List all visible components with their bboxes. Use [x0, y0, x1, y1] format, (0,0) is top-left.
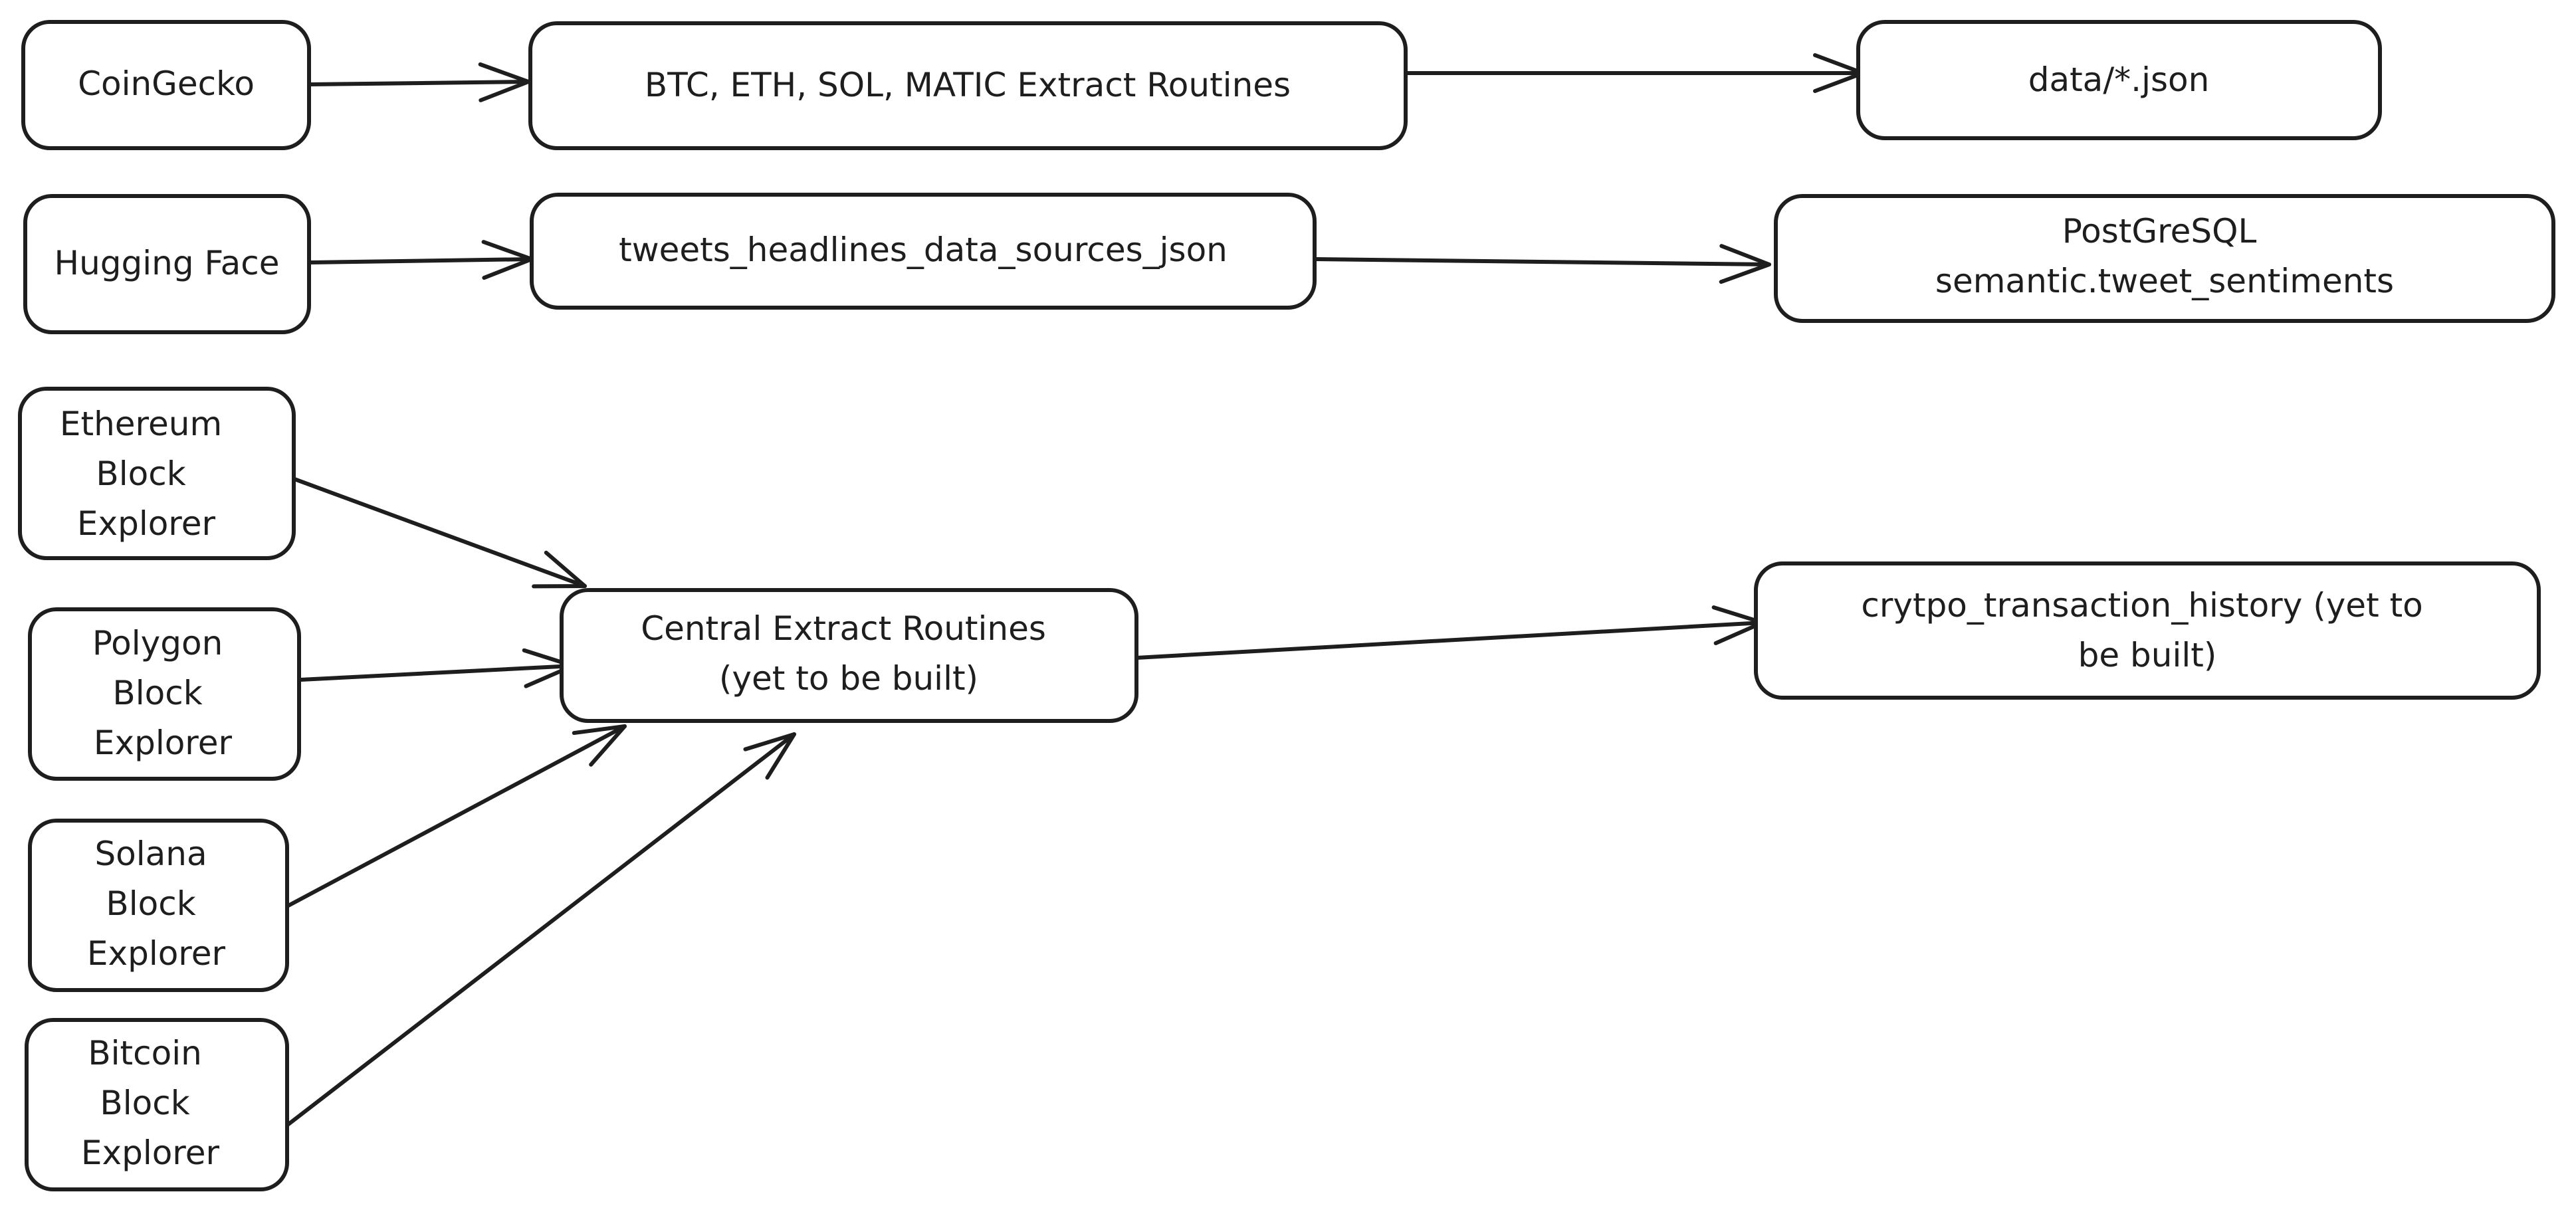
node-data-json[interactable]: data/*.json	[1856, 20, 2382, 140]
node-hugging-face-label: Hugging Face	[54, 244, 279, 282]
node-transaction-history-label: crytpo_transaction_history (yet to be bu…	[1861, 586, 2433, 674]
node-coingecko[interactable]: CoinGecko	[21, 20, 311, 150]
node-polygon-explorer-label: Polygon Block Explorer	[92, 624, 233, 762]
node-solana-explorer-label: Solana Block Explorer	[87, 835, 226, 973]
edge-central-routines-to-transaction-history	[1134, 605, 1765, 660]
edge-polygon-to-central-routines	[298, 648, 575, 688]
edge-ethereum-to-central-routines	[287, 475, 587, 589]
node-tweets-sources-label: tweets_headlines_data_sources_json	[619, 231, 1228, 269]
node-central-routines[interactable]: Central Extract Routines (yet to be buil…	[560, 588, 1138, 723]
nodes: CoinGecko BTC, ETH, SOL, MATIC Extract R…	[18, 20, 2555, 1191]
edge-tweets-sources-to-postgresql	[1314, 244, 1771, 284]
node-ethereum-explorer[interactable]: Ethereum Block Explorer	[18, 387, 296, 560]
node-coingecko-label: CoinGecko	[78, 64, 255, 103]
node-bitcoin-explorer-label: Bitcoin Block Explorer	[81, 1034, 220, 1172]
node-extract-routines[interactable]: BTC, ETH, SOL, MATIC Extract Routines	[528, 21, 1408, 150]
node-solana-explorer[interactable]: Solana Block Explorer	[28, 819, 289, 992]
node-tweets-sources[interactable]: tweets_headlines_data_sources_json	[530, 193, 1317, 310]
node-transaction-history[interactable]: crytpo_transaction_history (yet to be bu…	[1754, 561, 2541, 700]
edge-solana-to-central-routines	[284, 724, 627, 909]
node-postgresql[interactable]: PostGreSQL semantic.tweet_sentiments	[1774, 194, 2555, 323]
edge-bitcoin-to-central-routines	[284, 732, 796, 1128]
node-data-json-label: data/*.json	[2028, 60, 2210, 99]
node-central-routines-label: Central Extract Routines (yet to be buil…	[641, 609, 1057, 698]
edge-hugging-face-to-tweets-sources	[309, 240, 534, 280]
node-extract-routines-label: BTC, ETH, SOL, MATIC Extract Routines	[645, 66, 1291, 104]
node-hugging-face[interactable]: Hugging Face	[23, 194, 311, 334]
edge-coingecko-to-extract-routines	[309, 62, 530, 102]
node-postgresql-label: PostGreSQL semantic.tweet_sentiments	[1935, 212, 2394, 300]
edges	[284, 53, 1865, 1128]
node-ethereum-explorer-label: Ethereum Block Explorer	[60, 405, 233, 543]
node-bitcoin-explorer[interactable]: Bitcoin Block Explorer	[25, 1018, 289, 1191]
node-polygon-explorer[interactable]: Polygon Block Explorer	[28, 607, 301, 781]
